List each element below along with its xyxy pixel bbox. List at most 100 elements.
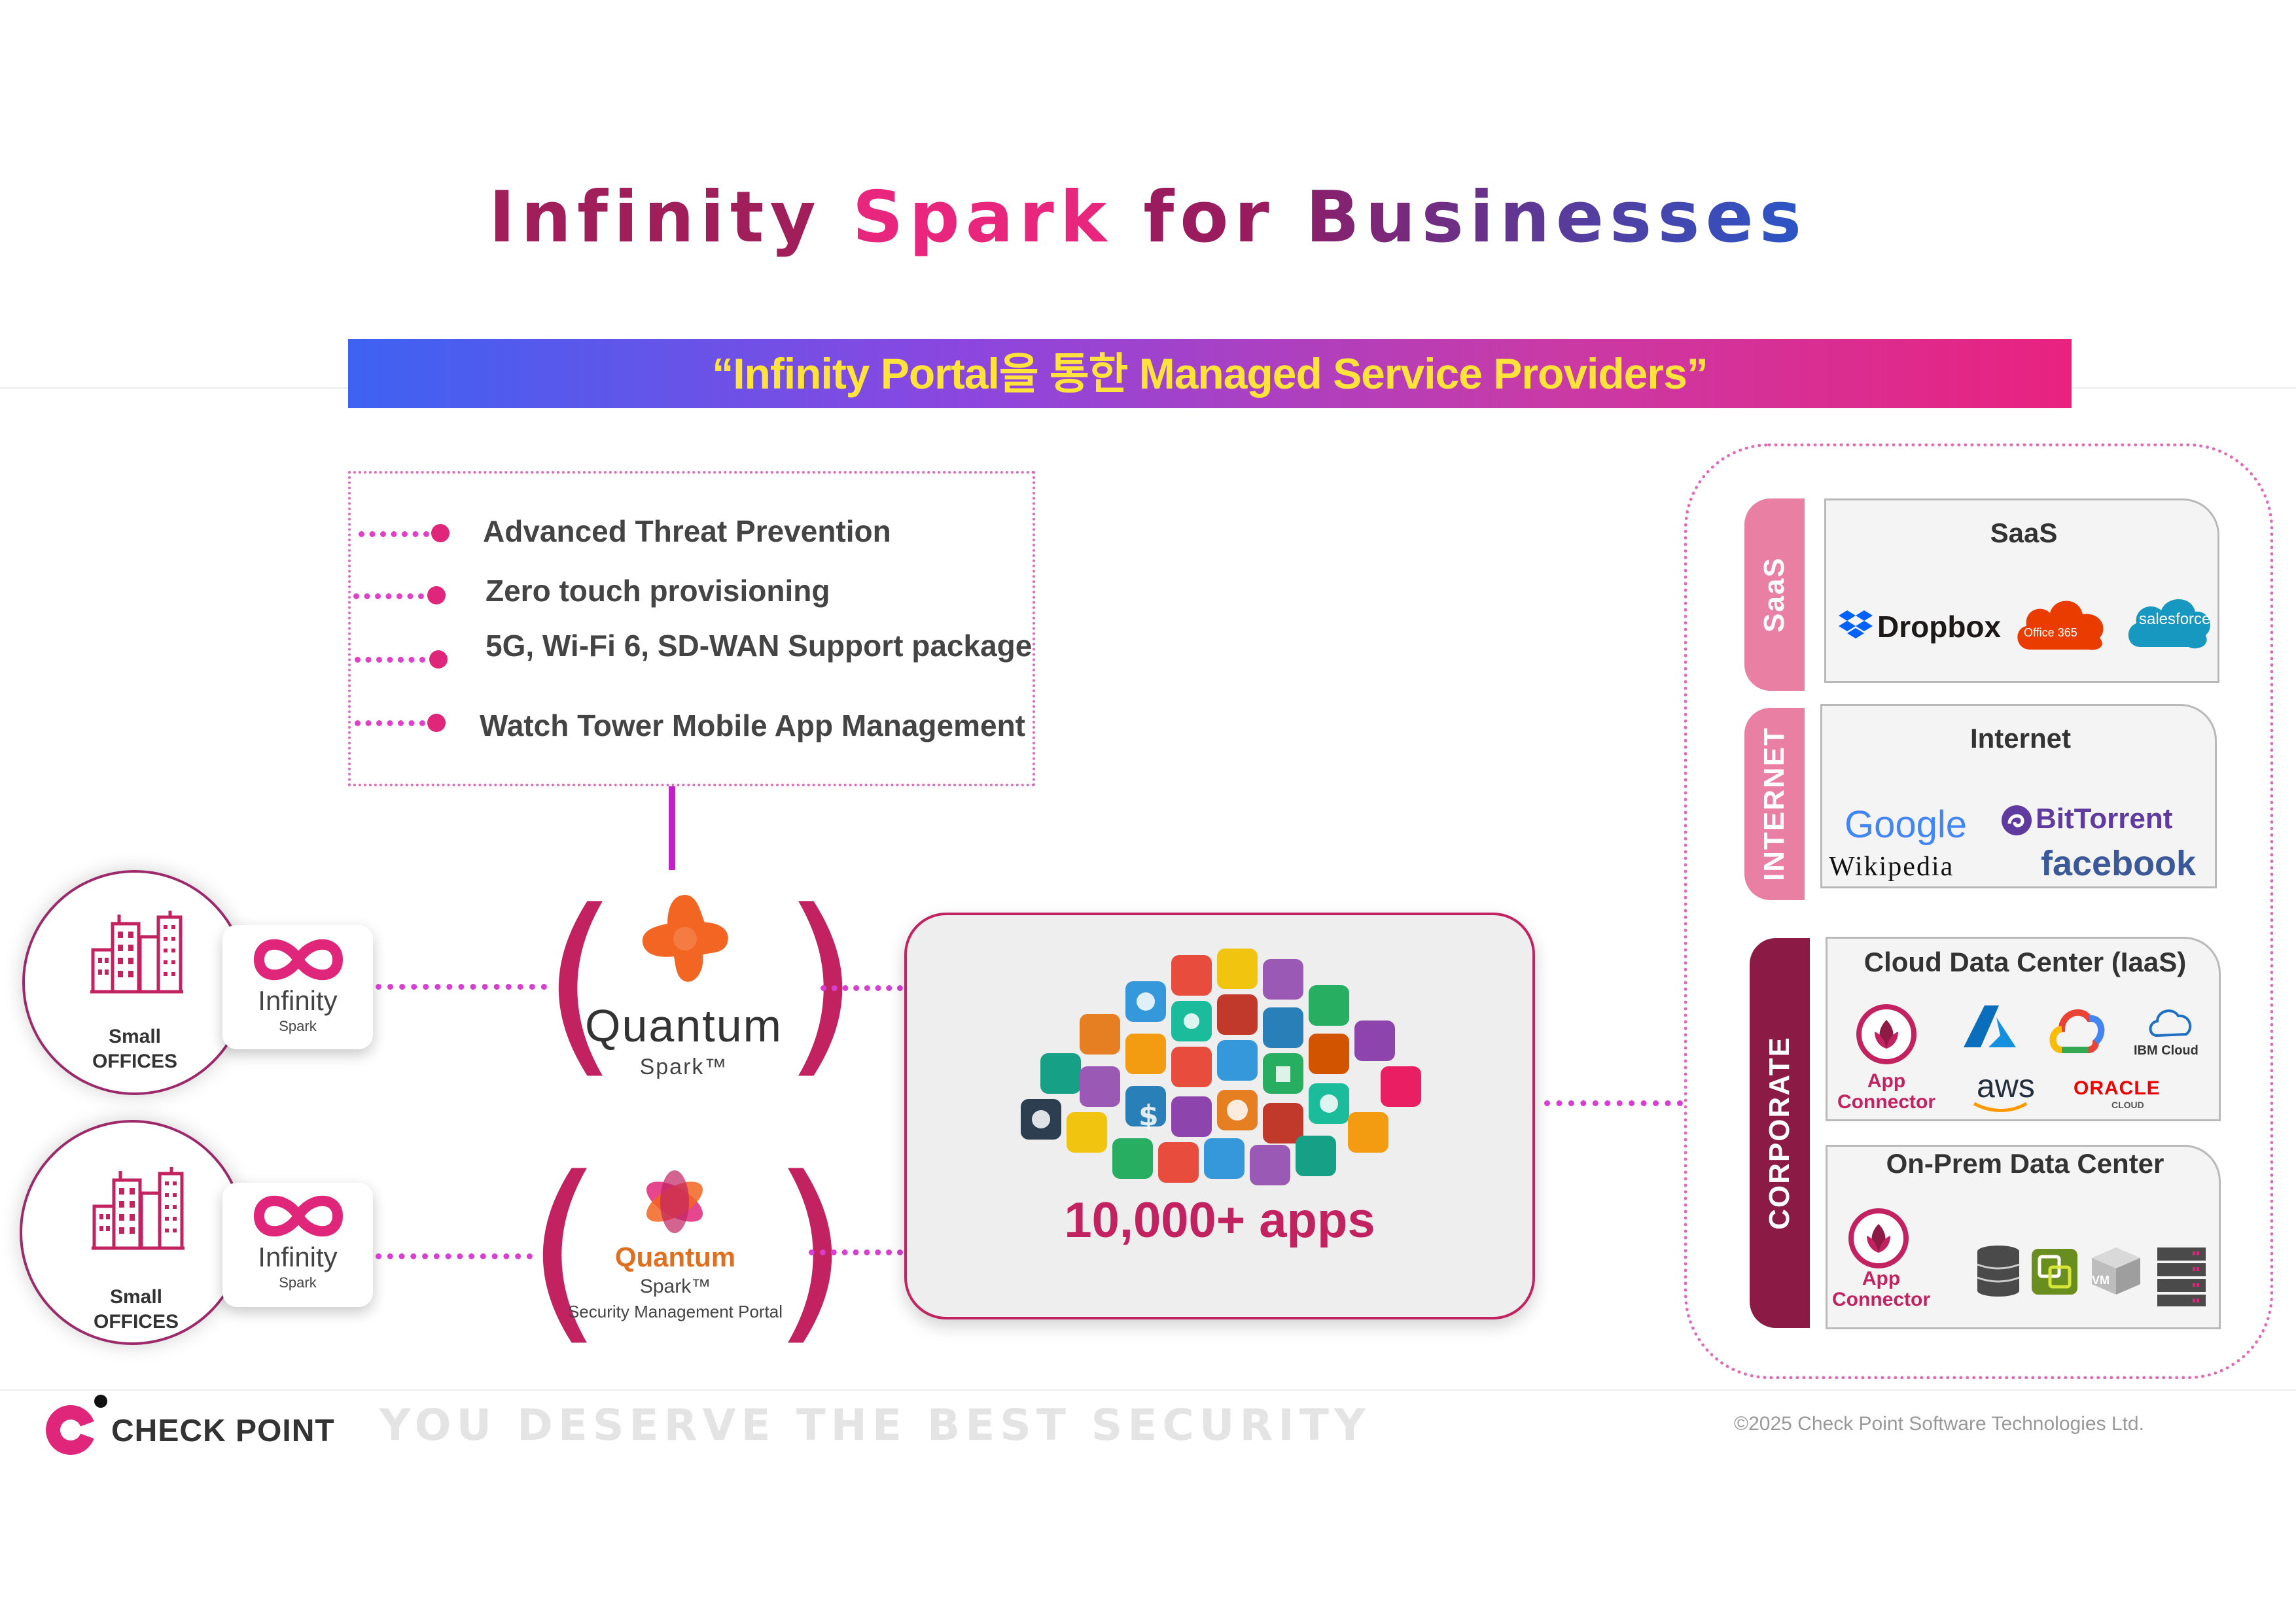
bullet-icon [427,714,446,732]
bullet-icon [427,586,446,604]
salesforce-logo: salesforce [2139,610,2211,628]
feature-item: 5G, Wi-Fi 6, SD-WAN Support package [486,629,1033,663]
app-connector-icon [1848,1208,1909,1268]
feature-connector [355,720,425,726]
title-part-4: Businesses [1305,177,1808,258]
bullet-icon [429,650,448,669]
ibm-cloud-icon [2149,1009,2192,1038]
internet-title: Internet [1969,723,2071,754]
left-paren: ( [542,868,619,1096]
feature-connector [359,531,429,537]
small-office-circle: Small OFFICES [22,870,247,1095]
vm-label: VM [2092,1274,2110,1287]
office-label-line2: OFFICES [92,1051,177,1072]
tab-internet: INTERNET [1744,708,1805,900]
ibm-cloud-logo: IBM Cloud [2134,1043,2199,1058]
onprem-title: On-Prem Data Center [1886,1148,2164,1179]
internet-box: Internet Google BitTorrent Wikipedia fac… [1820,704,2217,888]
title-part-2: Spark [852,177,1113,258]
quantum-portal-icon [646,1170,703,1233]
saas-title: SaaS [1990,517,2058,548]
svg-text:$: $ [1139,1099,1159,1132]
infinity-spark-device: Infinity Spark [222,925,373,1049]
google-logo: Google [1845,803,1968,846]
saas-box: SaaS Dropbox Office 365 salesforce [1824,498,2219,683]
right-paren: ) [772,1135,849,1363]
quantum-portal-name: Quantum [614,1242,736,1272]
office-label-line1: Small [109,1286,163,1308]
infinity-sub-label: Spark [279,1274,317,1291]
feature-item: Watch Tower Mobile App Management [480,708,1025,742]
facebook-logo: facebook [2041,844,2197,883]
quantum-spark-icon [642,895,728,982]
apps-count-label: 10,000+ apps [1064,1193,1375,1248]
tab-saas: SaaS [1744,498,1805,691]
destinations-frame [1684,444,2273,1379]
banner: “Infinity Portal을 통한 Managed Service Pro… [348,339,2072,408]
infinity-icon [253,939,344,981]
salesforce-icon [2128,599,2210,649]
aws-smile-icon [1973,1102,2028,1112]
infinity-sub-label: Spark [279,1018,317,1034]
app-connector-label: App Connector [1829,1268,1934,1310]
tab-internet-label: INTERNET [1758,727,1790,881]
feature-connector [355,657,425,663]
title-part-3: for [1143,177,1275,258]
onprem-box: On-Prem Data Center App Connector VM [1826,1145,2221,1329]
office365-icon [2017,601,2104,650]
azure-icon [1964,1005,2016,1047]
office365-logo: Office 365 [2024,626,2077,639]
app-connector-line2: Connector [1832,1289,1930,1310]
oracle-cloud-logo: CLOUD [2111,1100,2144,1110]
google-cloud-icon [2049,1009,2105,1053]
connector [809,1249,903,1255]
office-label: Small OFFICES [22,1024,247,1074]
check-point-logo-icon [46,1395,107,1455]
apps-cloud-icon: $ [1021,949,1421,1185]
cloud-dc-box: Cloud Data Center (IaaS) App Connector a… [1826,937,2221,1121]
vmware-icon [2032,1249,2077,1295]
office-label-line2: OFFICES [93,1311,179,1333]
tab-saas-label: SaaS [1758,557,1790,633]
bittorrent-icon [2002,805,2032,835]
app-connector-icon [1856,1004,1916,1064]
app-connector-line1: App [1867,1070,1906,1092]
dropbox-icon [1839,610,1873,638]
app-connector-label: App Connector [1834,1071,1939,1113]
oracle-logo: ORACLE [2074,1077,2161,1099]
feature-item: Zero touch provisioning [486,574,830,608]
vertical-connector [669,786,675,870]
tab-corporate: CORPORATE [1750,938,1810,1328]
app-connector-line1: App [1862,1268,1901,1289]
quantum-portal-desc: Security Management Portal [567,1302,783,1321]
feature-item: Advanced Threat Prevention [483,514,891,548]
building-icon [90,911,183,994]
small-office-circle: Small OFFICES [20,1120,245,1345]
right-paren: ) [783,868,860,1096]
check-point-brand: CHECK POINT [111,1414,335,1448]
features-box [348,471,1035,786]
connector [376,984,547,990]
connector [821,985,903,991]
quantum-spark-name: Quantum [585,1000,783,1051]
bullet-icon [431,524,450,542]
server-rack-icon [2157,1248,2206,1306]
connector [376,1253,533,1259]
vm-icon [2092,1248,2140,1295]
connector [1544,1100,1683,1106]
office-label-line1: Small [108,1026,162,1047]
page-title: Infinity Spark for Businesses [0,177,2296,258]
infinity-icon [253,1195,344,1237]
building-icon [92,1167,185,1250]
infinity-label: Infinity [258,1242,338,1272]
dropbox-logo: Dropbox [1877,610,2002,644]
cloud-dc-title: Cloud Data Center (IaaS) [1863,947,2187,977]
aws-logo: aws [1977,1068,2035,1104]
quantum-spark-sub: Spark™ [639,1055,728,1079]
app-connector-line2: Connector [1837,1091,1935,1113]
title-part-1: Infinity [488,177,822,258]
feature-connector [353,593,424,599]
infinity-spark-device: Infinity Spark [222,1183,373,1307]
footer-divider [0,1389,2296,1391]
wikipedia-logo: Wikipedia [1829,852,1954,882]
